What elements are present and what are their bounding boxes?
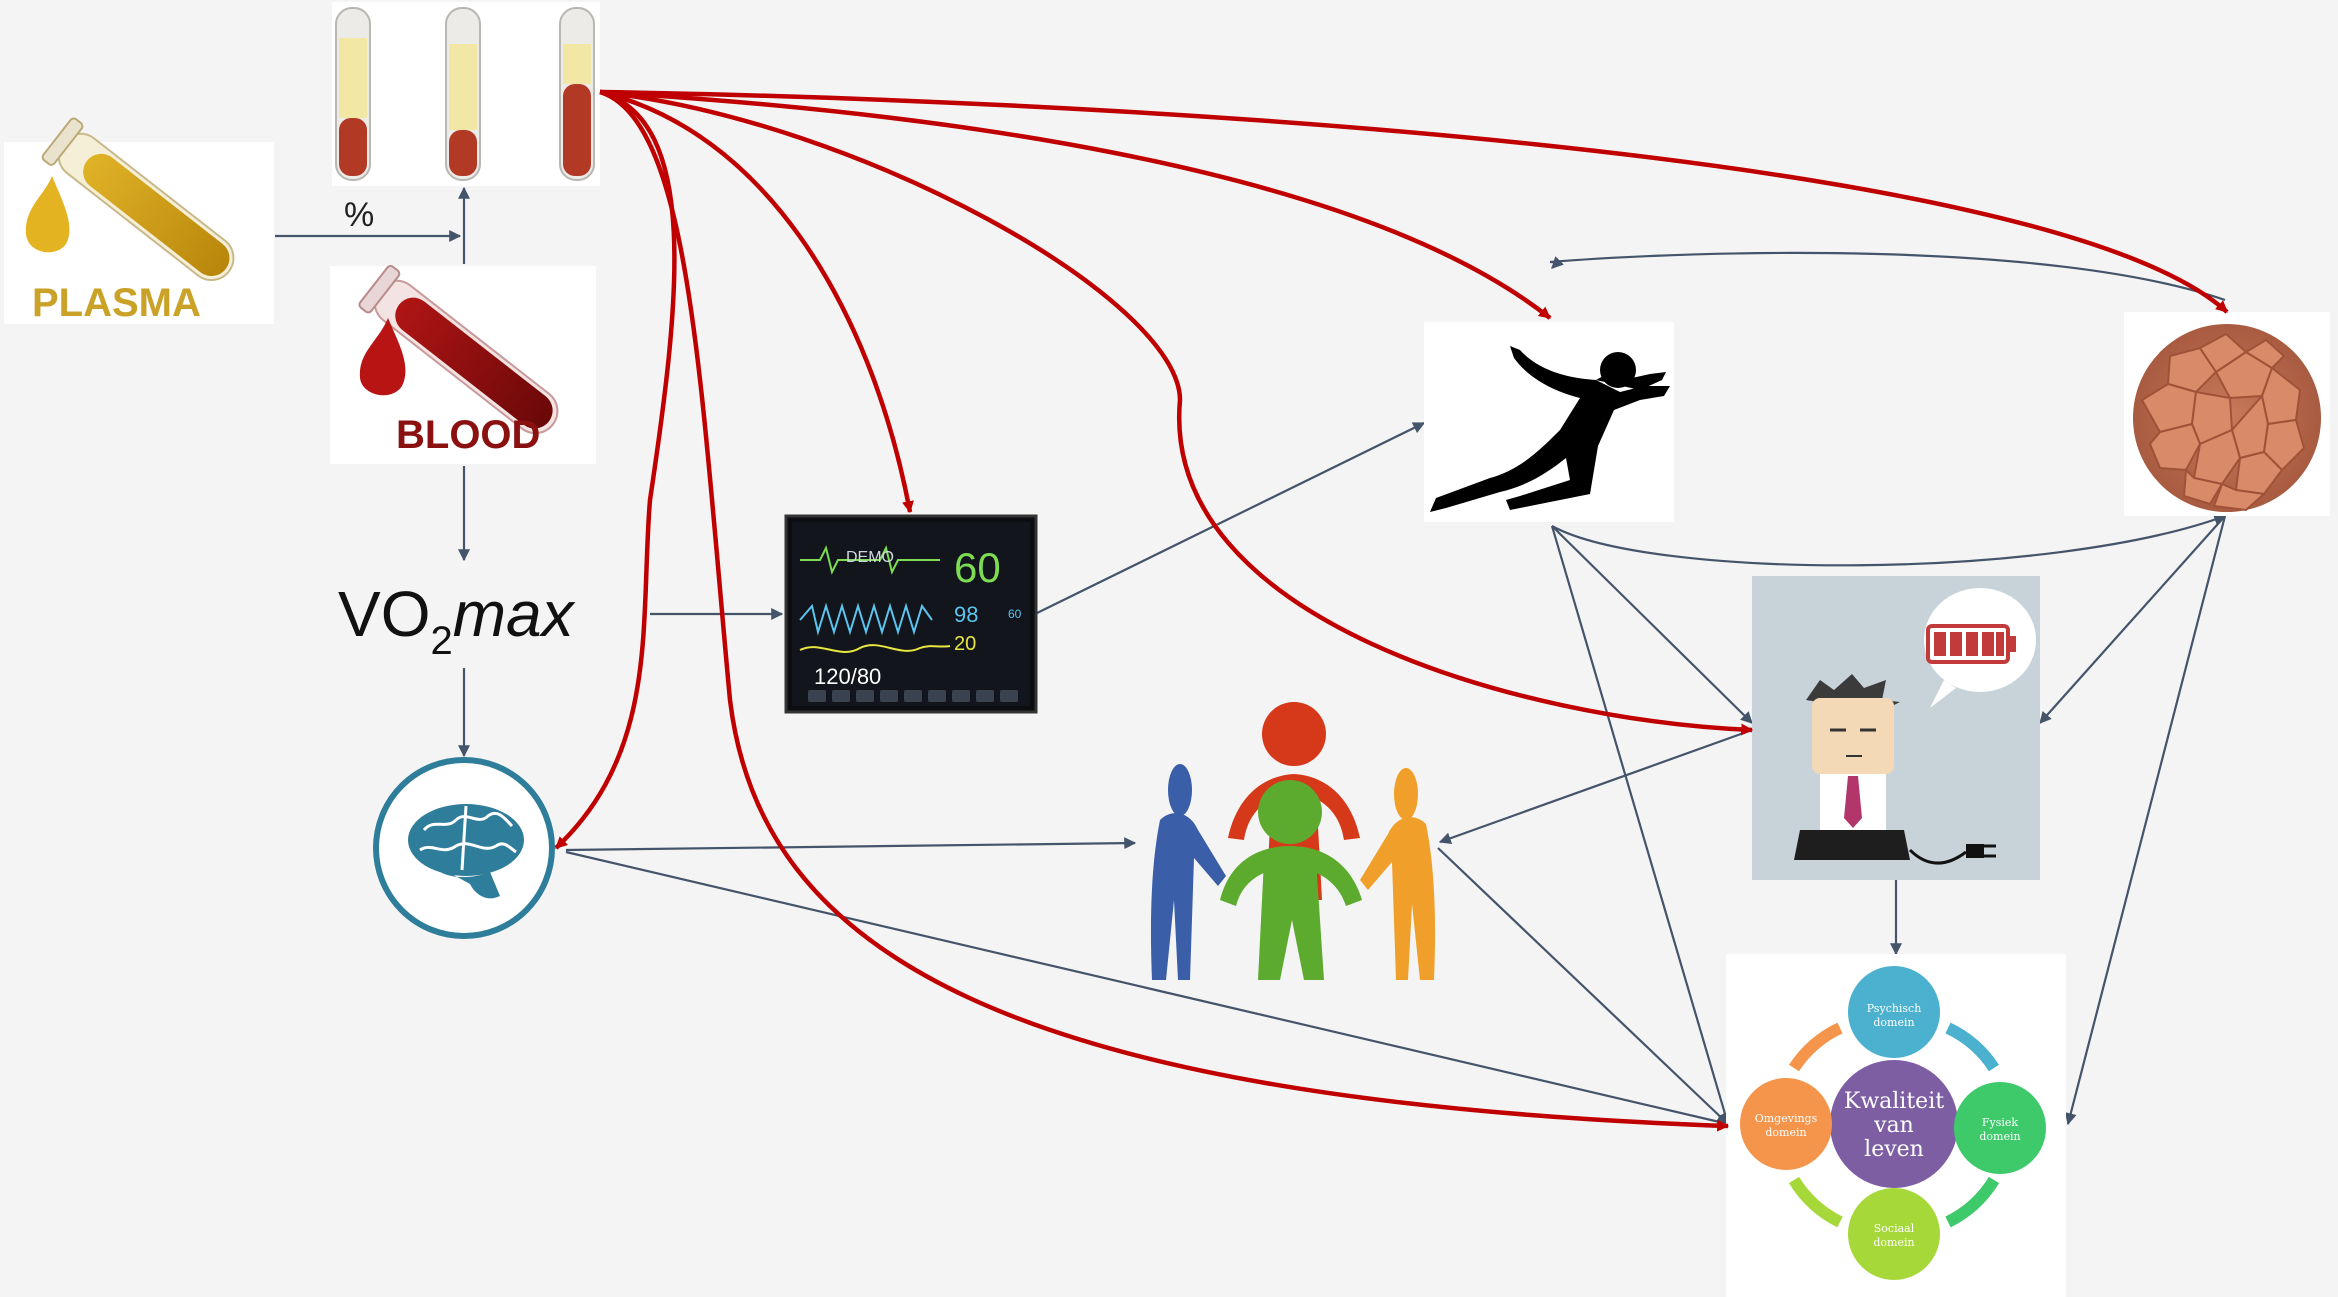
vo2max-prefix: VO: [338, 578, 430, 650]
qol-fysiek-line-1: Fysiek: [1982, 1116, 2019, 1129]
qol-psychisch-circle: [1848, 966, 1940, 1058]
arrow-muscle-to-qol: [2064, 515, 2227, 1126]
qol-fysiek-line-2: domein: [1979, 1130, 2020, 1143]
arrow-brain-to-people: [565, 837, 1137, 852]
monitor-spo2-small: 60: [1008, 607, 1022, 621]
vo2max-label: VO2max: [338, 578, 576, 663]
vital-monitor-icon: DEMO 60 98 60 20 120/80: [784, 514, 1038, 714]
test-tubes-icon: [332, 2, 600, 186]
arrow-people-to-qol: [1437, 847, 1729, 1125]
red-arrow-tubes-to-monitor: [599, 89, 914, 514]
red-arrow-tubes-to-brain: [554, 89, 677, 850]
dark-arrows: [275, 186, 2227, 1128]
people-circle-icon: [1150, 702, 1436, 980]
percent-label: %: [344, 196, 374, 234]
arrow-sprinter-to-qol: [1550, 525, 1731, 1126]
quality-of-life-icon: Kwaliteit van leven Psychisch domein Fys…: [1726, 954, 2066, 1297]
battery-icon: [1926, 624, 2016, 664]
red-arrow-tubes-to-sprinter: [599, 89, 1552, 320]
qol-center-line-2: van: [1873, 1113, 1914, 1138]
arrow-tired-to-people: [1438, 728, 1753, 844]
tube-2: [445, 7, 481, 181]
red-arrow-tubes-to-qol: [599, 89, 1730, 1132]
tube-1: [335, 7, 371, 181]
red-arrow-tubes-to-muscle: [599, 89, 2229, 314]
arrow-brain-to-qol: [565, 850, 1730, 1128]
monitor-resp-rate: 20: [954, 633, 976, 655]
qol-sociaal-circle: [1848, 1188, 1940, 1280]
brain-icon: [373, 757, 555, 939]
qol-sociaal-line-2: domein: [1873, 1236, 1914, 1249]
arrow-muscle-to-tired: [2039, 515, 2226, 724]
muscle-cells-icon: [2124, 312, 2330, 516]
sprinter-icon: [1424, 322, 1674, 522]
plasma-tube-icon: PLASMA: [4, 117, 274, 325]
blood-tube-icon: BLOOD: [330, 265, 596, 464]
vo2max-subscript: 2: [430, 619, 452, 663]
red-arrow-tubes-to-tired: [599, 89, 1754, 736]
qol-omgevings-line-2: domein: [1765, 1126, 1806, 1139]
monitor-heart-rate: 60: [954, 544, 1001, 591]
arrow-muscle-to-sprinter: [1549, 251, 2226, 302]
qol-psychisch-line-1: Psychisch: [1867, 1002, 1922, 1015]
qol-sociaal-line-1: Sociaal: [1874, 1222, 1915, 1235]
qol-center-line-1: Kwaliteit: [1844, 1089, 1944, 1114]
red-arrows: [554, 89, 2229, 1132]
monitor-demo-label: DEMO: [846, 549, 894, 566]
qol-omgevings-line-1: Omgevings: [1755, 1112, 1818, 1125]
qol-psychisch-line-2: domein: [1873, 1016, 1914, 1029]
qol-fysiek-circle: [1954, 1082, 2046, 1174]
arrow-sprinter-to-muscle: [1551, 514, 2227, 567]
arrow-monitor-to-sprinter: [1034, 422, 1426, 615]
plasma-label: PLASMA: [32, 281, 201, 325]
tired-worker-icon: [1752, 576, 2040, 880]
monitor-spo2: 98: [954, 602, 978, 627]
tube-3: [559, 7, 595, 181]
qol-center-line-3: leven: [1864, 1137, 1924, 1162]
qol-center-circle: [1830, 1060, 1958, 1188]
monitor-blood-pressure: 120/80: [814, 664, 881, 689]
blood-label: BLOOD: [396, 413, 540, 457]
qol-omgevings-circle: [1740, 1078, 1832, 1170]
arrow-sprinter-to-tired: [1551, 525, 1753, 724]
vo2max-suffix: max: [453, 578, 576, 650]
